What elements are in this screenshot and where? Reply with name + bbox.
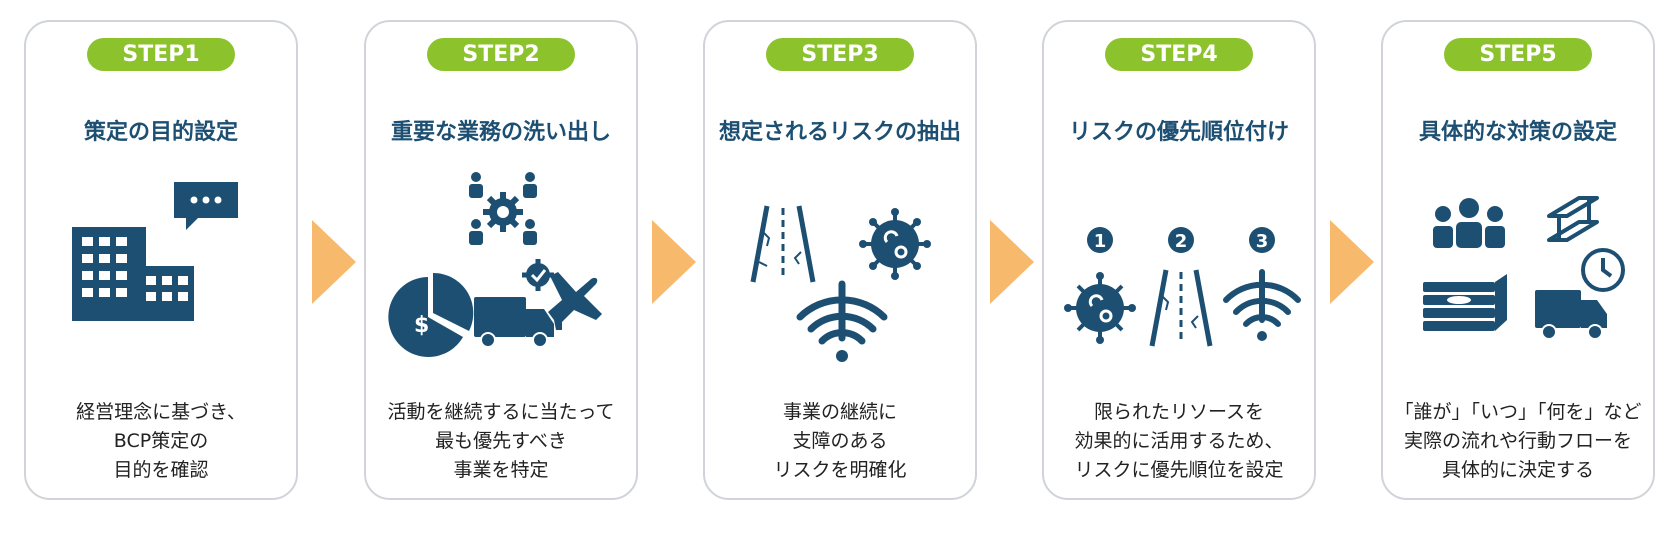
step-description: 限られたリソースを 効果的に活用するため、 リスクに優先順位を設定 (1074, 401, 1284, 481)
office-building-icon (72, 227, 194, 321)
step-title: 想定されるリスクの抽出 (718, 120, 961, 145)
wifi-disconnected-icon (796, 280, 888, 362)
cracked-road-icon (750, 205, 816, 283)
svg-text:2: 2 (1175, 231, 1188, 252)
svg-text:1: 1 (1094, 231, 1107, 252)
step-title: 具体的な対策の設定 (1418, 120, 1617, 145)
arrow-right-icon (990, 220, 1034, 304)
step-badge: STEP4 (1105, 38, 1253, 71)
step-description: 事業の継続に 支障のある リスクを明確化 (773, 401, 907, 481)
delivery-truck-icon (474, 297, 554, 348)
virus-icon (859, 208, 931, 280)
truck-clock-icon (1535, 248, 1625, 340)
step-badge: STEP5 (1444, 38, 1592, 71)
step-badge: STEP1 (87, 38, 235, 71)
virus-icon (1064, 272, 1136, 344)
airplane-icon (548, 272, 602, 330)
rank-badge-1: 1 (1087, 227, 1113, 253)
step-title: リスクの優先順位付け (1068, 120, 1289, 145)
team-gear-icon (469, 172, 537, 245)
svg-text:$: $ (414, 313, 429, 338)
step-illustration: $ (388, 172, 602, 357)
step-badge: STEP2 (427, 38, 575, 71)
step-illustration (1423, 196, 1625, 340)
step-badge: STEP3 (766, 38, 914, 71)
arrow-right-icon (1330, 220, 1374, 304)
step-title: 重要な業務の洗い出し (390, 120, 611, 145)
steel-beam-icon (1547, 196, 1599, 242)
step-illustration (72, 182, 238, 321)
wifi-disconnected-icon (1223, 269, 1301, 341)
pie-chart-dollar-icon: $ (388, 272, 474, 357)
step-card-3: STEP3 想定されるリスクの抽出 (703, 20, 977, 500)
step-illustration (750, 205, 931, 362)
cracked-road-icon (1149, 269, 1213, 347)
speech-bubble-icon (174, 182, 238, 230)
gear-check-icon (522, 259, 554, 291)
step-title: 策定の目的設定 (83, 120, 238, 145)
step-card-5: STEP5 具体的な対策の設定 (1381, 20, 1655, 500)
step-description: 活動を継続するに当たって 最も優先すべき 事業を特定 (387, 401, 615, 481)
arrow-right-icon (312, 220, 356, 304)
svg-text:3: 3 (1256, 231, 1269, 252)
rank-badge-2: 2 (1168, 227, 1194, 253)
step-description: 経営理念に基づき、 BCP策定の 目的を確認 (76, 401, 246, 481)
step-card-2: STEP2 重要な業務の洗い出し $ (364, 20, 638, 500)
rank-badge-3: 3 (1249, 227, 1275, 253)
people-group-icon (1433, 198, 1505, 248)
money-stack-icon (1423, 274, 1507, 331)
arrow-right-icon (652, 220, 696, 304)
step-illustration: 1 2 3 (1064, 227, 1301, 347)
step-description: 「誰が」「いつ」「何を」など 実際の流れや行動フローを 具体的に決定する (1394, 401, 1642, 481)
step-card-4: STEP4 リスクの優先順位付け 1 2 3 (1042, 20, 1316, 500)
step-card-1: STEP1 策定の目的設定 経営理念に基づき、 (24, 20, 298, 500)
